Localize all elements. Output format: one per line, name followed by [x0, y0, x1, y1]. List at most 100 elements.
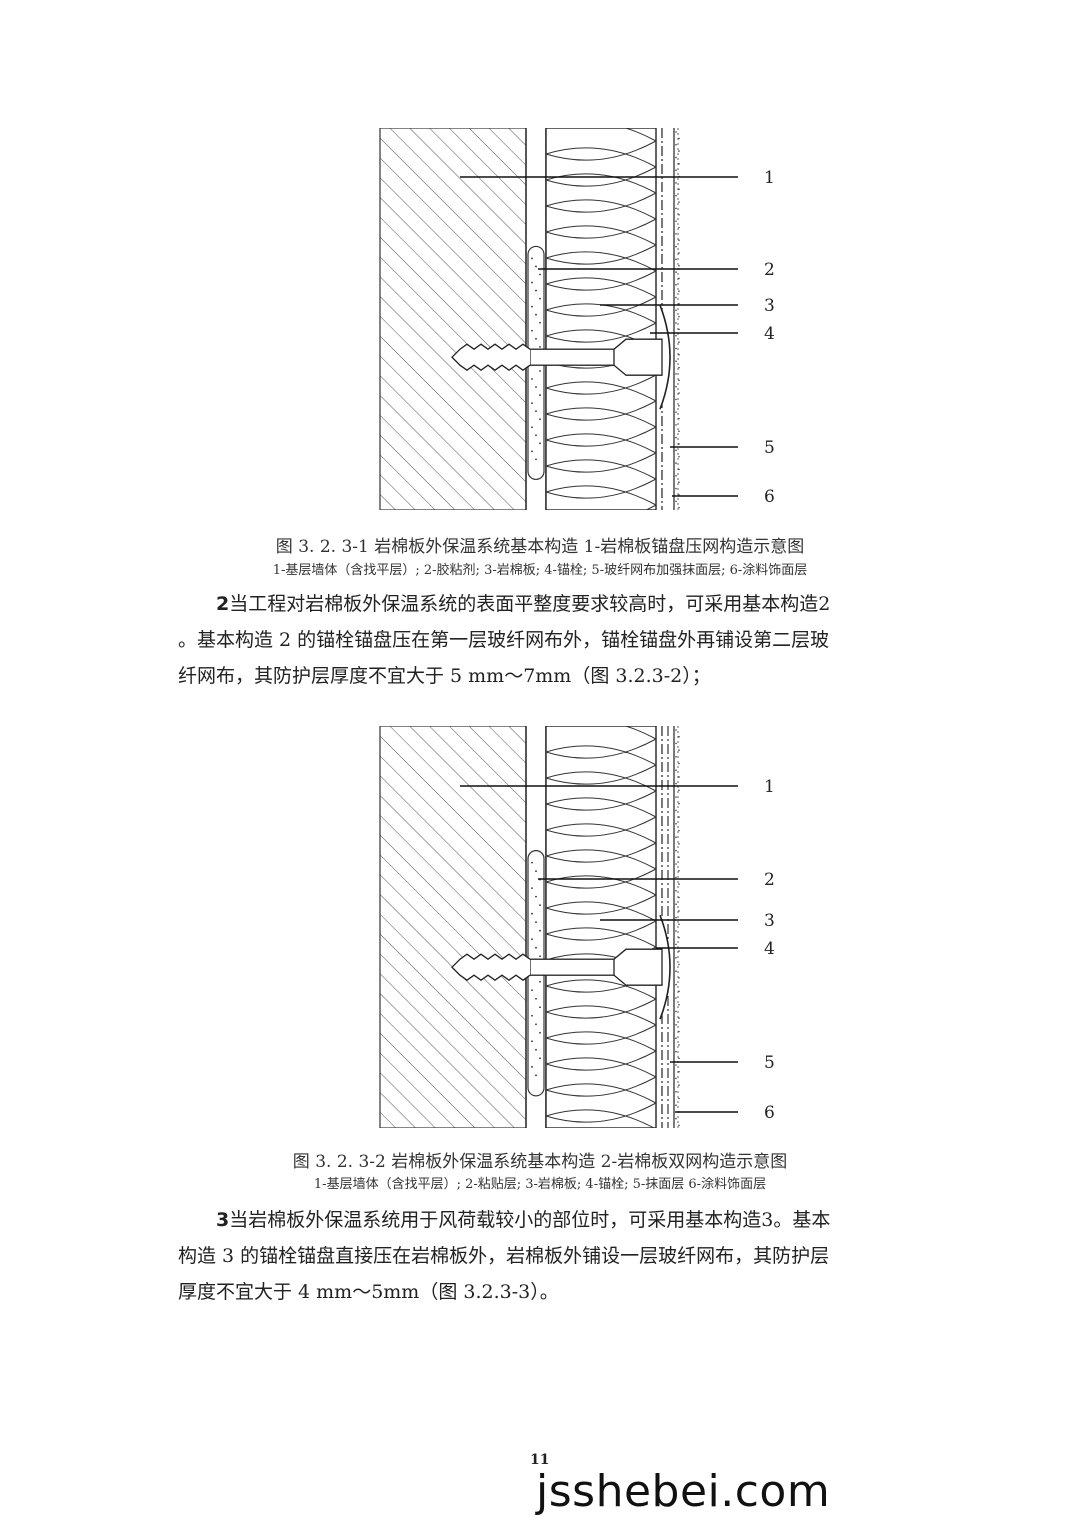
finish-dot — [675, 143, 677, 146]
finish-dot — [675, 373, 677, 375]
adhesive-dot — [531, 329, 533, 332]
adhesive-dot — [531, 257, 533, 260]
finish-dot — [678, 936, 680, 939]
callout-label-4: 4 — [764, 939, 775, 959]
anchor-plate — [659, 304, 671, 410]
adhesive-dot — [539, 955, 541, 958]
finish-dot — [675, 957, 677, 959]
adhesive-dot — [531, 1040, 533, 1043]
paragraph-3-line-2: 构造 3 的锚栓锚盘直接压在岩棉板外，岩棉板外铺设一层玻纤网布，其防护层 — [178, 1245, 830, 1267]
finish-dot — [675, 1024, 677, 1026]
finish-dot — [678, 213, 680, 216]
adhesive-dot — [539, 1057, 541, 1060]
finish-dot — [678, 506, 680, 509]
finish-dot — [678, 315, 680, 318]
finish-dot — [678, 137, 680, 140]
finish-dot — [675, 156, 677, 159]
finish-dot — [675, 1037, 677, 1039]
finish-dot — [675, 849, 677, 852]
finish-dot — [678, 910, 680, 912]
finish-dot — [675, 729, 677, 731]
finish-dot — [678, 829, 680, 832]
finish-dot — [678, 802, 680, 805]
adhesive-dot — [535, 313, 537, 316]
finish-dot — [675, 997, 677, 999]
adhesive-dot — [535, 921, 537, 924]
finish-dot — [678, 950, 680, 952]
finish-dot — [675, 863, 677, 865]
adhesive-dot — [531, 887, 533, 890]
finish-dot — [675, 475, 677, 477]
finish-dot — [678, 1057, 680, 1060]
finish-dot — [678, 239, 680, 242]
paragraph-3: 3当岩棉板外保温系统用于风荷载较小的部位时，可采用基本构造3。基本 构造 3 的… — [178, 1202, 918, 1310]
finish-dot — [678, 430, 680, 433]
paragraph-3-number: 3 — [216, 1209, 230, 1231]
callout-label-6: 6 — [764, 1103, 775, 1123]
finish-dot — [678, 789, 680, 792]
finish-dot — [678, 404, 680, 407]
paragraph-2-line-1: 2当工程对岩棉板外保温系统的表面平整度要求较高时，可采用基本构造2 — [216, 593, 831, 615]
finish-dot — [675, 398, 677, 401]
finish-dot — [678, 188, 680, 191]
adhesive-dot — [531, 450, 533, 453]
base-wall — [379, 128, 527, 510]
adhesive-dot — [531, 281, 533, 284]
finish-dot — [675, 284, 677, 286]
finish-dot — [675, 169, 677, 171]
paragraph-2-number: 2 — [216, 593, 230, 615]
finish-dot — [678, 1017, 680, 1019]
finish-dot — [675, 296, 677, 299]
finish-dot — [675, 182, 677, 184]
finish-dot — [675, 903, 677, 905]
finish-dot — [675, 742, 677, 745]
finish-dot — [678, 1003, 680, 1006]
adhesive-dot — [535, 265, 537, 268]
finish-dot — [675, 360, 677, 362]
adhesive-dot — [539, 370, 541, 372]
finish-dot — [675, 322, 677, 324]
finish-dot — [678, 883, 680, 885]
finish-dot — [678, 963, 680, 966]
finish-dot — [675, 207, 677, 210]
adhesive-dot — [531, 938, 533, 941]
finish-dot — [678, 1044, 680, 1046]
finish-dot — [675, 943, 677, 946]
watermark: jsshebei.com — [536, 1466, 831, 1517]
finish-dot — [675, 500, 677, 503]
adhesive-dot — [539, 418, 541, 421]
finish-dot — [675, 487, 677, 490]
callout-label-1: 1 — [764, 168, 775, 188]
finish-dot — [675, 1064, 677, 1066]
finish-dot — [678, 990, 680, 993]
finish-dot — [675, 930, 677, 932]
rock-wool-fibres — [545, 128, 657, 510]
finish-dot — [678, 1097, 680, 1100]
finish-dot — [675, 1104, 677, 1106]
finish-dot — [678, 856, 680, 859]
adhesive-dot — [539, 345, 541, 348]
callout-label-5: 5 — [764, 438, 775, 458]
finish-dot — [678, 163, 680, 165]
finish-dot — [678, 226, 680, 229]
page-number: 11 — [530, 1452, 550, 1468]
finish-dot — [675, 756, 677, 758]
adhesive-dot — [535, 386, 537, 388]
finish-dot — [678, 366, 680, 369]
callout-label-3: 3 — [764, 296, 775, 316]
adhesive-dot — [539, 442, 541, 445]
finish-dot — [678, 150, 680, 152]
finish-dot — [675, 809, 677, 812]
adhesive-dot — [535, 997, 537, 1000]
callout-label-5: 5 — [764, 1053, 775, 1073]
callout-label-3: 3 — [764, 911, 775, 931]
adhesive-dot — [539, 321, 541, 324]
rock-wool-board — [545, 128, 657, 510]
adhesive-dot — [531, 402, 533, 405]
finish-dot — [678, 201, 680, 203]
finish-dot — [675, 194, 677, 197]
callout-label-1: 1 — [764, 777, 775, 797]
base-wall — [379, 726, 527, 1128]
adhesive-dot — [535, 434, 537, 437]
